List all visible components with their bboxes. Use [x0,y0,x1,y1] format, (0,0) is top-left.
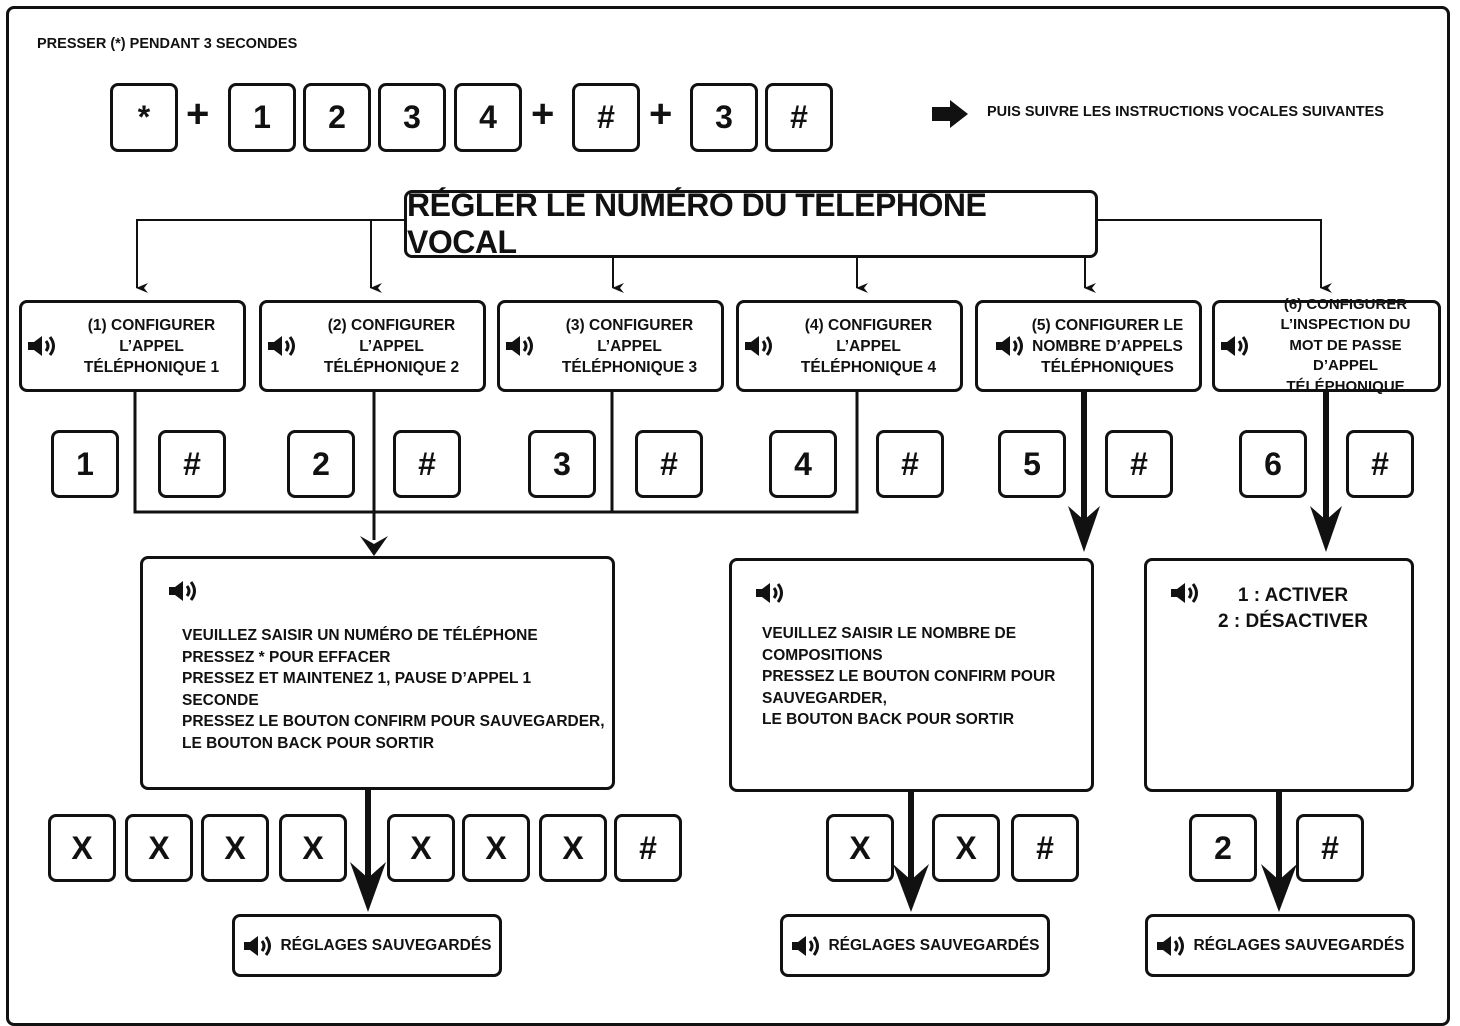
speaker-icon [1219,334,1253,358]
speaker-icon [504,334,538,358]
speaker-icon [790,934,824,958]
prompt-box-password: 1 : ACTIVER 2 : DÉSACTIVER [1144,558,1414,792]
key-hash[interactable]: # [158,430,226,498]
key-x[interactable]: X [125,814,193,882]
key-hash[interactable]: # [393,430,461,498]
right-arrow-icon [932,100,968,128]
prompt-text-phone: VEUILLEZ SAISIR UN NUMÉRO DE TÉLÉPHONE P… [182,627,605,752]
option-label: (3) CONFIGURER L’APPEL TÉLÉPHONIQUE 3 [561,316,698,376]
key-3[interactable]: 3 [528,430,596,498]
key-6[interactable]: 6 [1239,430,1307,498]
saved-text: RÉGLAGES SAUVEGARDÉS [280,936,492,954]
key-hash[interactable]: # [876,430,944,498]
key-2[interactable]: 2 [303,83,371,152]
key-hash[interactable]: # [1011,814,1079,882]
key-4[interactable]: 4 [769,430,837,498]
option-label: (5) CONFIGURER LE NOMBRE D’APPELS TÉLÉPH… [1031,316,1184,376]
key-x[interactable]: X [826,814,894,882]
prompt-text-count: VEUILLEZ SAISIR LE NOMBRE DE COMPOSITION… [762,625,1056,728]
saved-box-phone: RÉGLAGES SAUVEGARDÉS [232,914,502,977]
option-box-6[interactable]: (6) CONFIGURER L’INSPECTION DU MOT DE PA… [1212,296,1441,395]
speaker-icon [167,579,201,603]
option-box-2[interactable]: (2) CONFIGURER L’APPEL TÉLÉPHONIQUE 2 [259,300,486,392]
speaker-icon [1169,581,1203,605]
option-box-3[interactable]: (3) CONFIGURER L’APPEL TÉLÉPHONIQUE 3 [497,300,724,392]
key-2[interactable]: 2 [287,430,355,498]
option-box-5[interactable]: (5) CONFIGURER LE NOMBRE D’APPELS TÉLÉPH… [975,300,1202,392]
speaker-icon [242,934,276,958]
key-hash[interactable]: # [765,83,833,152]
plus-sign: + [649,92,673,136]
saved-text: RÉGLAGES SAUVEGARDÉS [1193,936,1405,954]
key-x[interactable]: X [462,814,530,882]
plus-sign: + [531,92,555,136]
option-box-4[interactable]: (4) CONFIGURER L’APPEL TÉLÉPHONIQUE 4 [736,300,963,392]
option-label: (4) CONFIGURER L’APPEL TÉLÉPHONIQUE 4 [800,316,937,376]
main-title: RÉGLER LE NUMÉRO DU TELEPHONE VOCAL [404,187,1098,260]
key-3[interactable]: 3 [378,83,446,152]
header-instruction: PRESSER (*) PENDANT 3 SECONDES [37,36,298,52]
option-label: (2) CONFIGURER L’APPEL TÉLÉPHONIQUE 2 [323,316,460,376]
key-x[interactable]: X [201,814,269,882]
key-5[interactable]: 5 [998,430,1066,498]
speaker-icon [994,334,1028,358]
key-4[interactable]: 4 [454,83,522,152]
option-label: (1) CONFIGURER L’APPEL TÉLÉPHONIQUE 1 [83,316,220,376]
key-x[interactable]: X [932,814,1000,882]
saved-box-password: RÉGLAGES SAUVEGARDÉS [1145,914,1415,977]
prompt-box-phone: VEUILLEZ SAISIR UN NUMÉRO DE TÉLÉPHONE P… [140,556,615,790]
key-x[interactable]: X [48,814,116,882]
key-3[interactable]: 3 [690,83,758,152]
saved-text: RÉGLAGES SAUVEGARDÉS [828,936,1040,954]
speaker-icon [266,334,300,358]
key-x[interactable]: X [387,814,455,882]
follow-instructions-text: PUIS SUIVRE LES INSTRUCTIONS VOCALES SUI… [987,104,1384,120]
key-1[interactable]: 1 [228,83,296,152]
key-star[interactable]: * [110,83,178,152]
speaker-icon [754,581,788,605]
option-box-1[interactable]: (1) CONFIGURER L’APPEL TÉLÉPHONIQUE 1 [19,300,246,392]
key-2[interactable]: 2 [1189,814,1257,882]
saved-box-count: RÉGLAGES SAUVEGARDÉS [780,914,1050,977]
key-hash[interactable]: # [1296,814,1364,882]
key-hash[interactable]: # [614,814,682,882]
prompt-box-count: VEUILLEZ SAISIR LE NOMBRE DE COMPOSITION… [729,558,1094,792]
main-title-text: RÉGLER LE NUMÉRO DU TELEPHONE VOCAL [407,187,987,260]
prompt-text-password: 1 : ACTIVER 2 : DÉSACTIVER [1218,585,1368,632]
key-hash[interactable]: # [1346,430,1414,498]
key-hash[interactable]: # [1105,430,1173,498]
speaker-icon [1155,934,1189,958]
key-x[interactable]: X [539,814,607,882]
plus-sign: + [186,92,210,136]
key-hash[interactable]: # [572,83,640,152]
key-x[interactable]: X [279,814,347,882]
speaker-icon [26,334,60,358]
option-label: (6) CONFIGURER L’INSPECTION DU MOT DE PA… [1280,295,1411,395]
speaker-icon [743,334,777,358]
key-1[interactable]: 1 [51,430,119,498]
key-hash[interactable]: # [635,430,703,498]
